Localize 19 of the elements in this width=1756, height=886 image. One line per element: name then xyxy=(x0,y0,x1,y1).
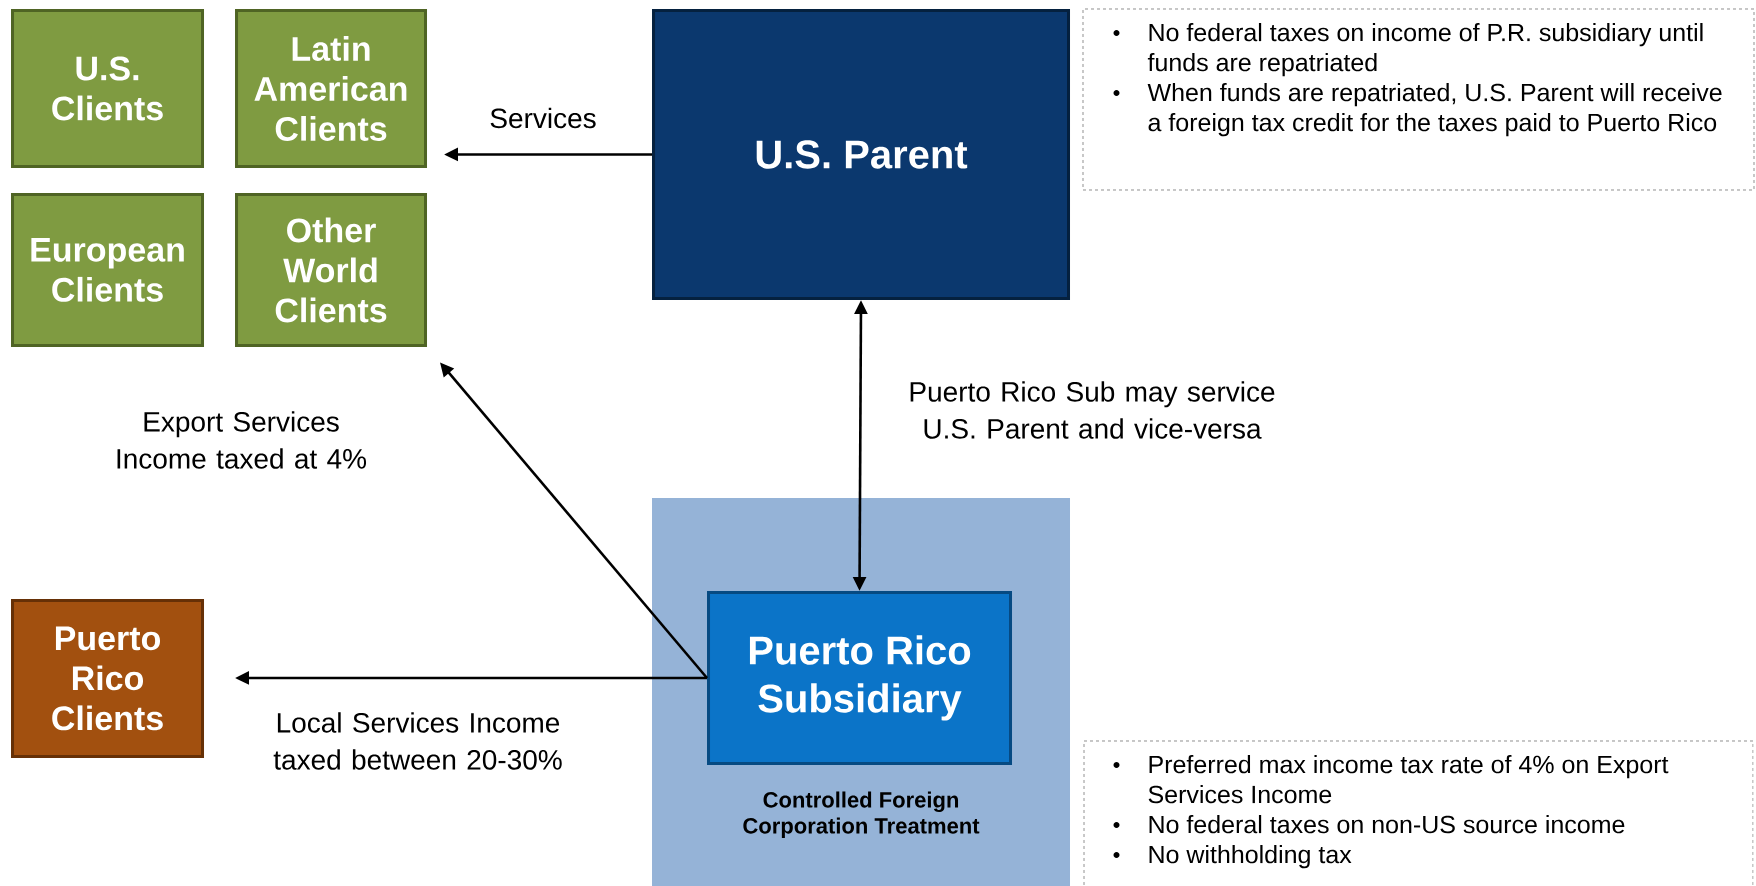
note-box xyxy=(1083,740,1754,886)
edge-label: Puerto Rico Sub may service U.S. Parent and vice-versa xyxy=(910,381,1275,439)
note-text: When funds are repatriated, U.S. Parent will receive a foreign tax credit for the taxes paid to Puerto Rico xyxy=(1147,83,1722,137)
client-box: Latin American Clients xyxy=(235,9,427,168)
edge-label: Services xyxy=(490,107,596,129)
note-text: Preferred max income tax rate of 4% on Export Services Income xyxy=(1148,755,1669,804)
client-box: Other World Clients xyxy=(235,193,427,347)
note-box xyxy=(1082,8,1755,191)
client-box: U.S. Clients xyxy=(11,9,204,168)
client-box: European Clients xyxy=(11,193,204,347)
client-box: Puerto Rico Clients xyxy=(11,599,204,758)
edge-label: Export Services Income taxed at 4% xyxy=(117,411,367,469)
note-text: No federal taxes on non-US source income xyxy=(1149,815,1625,834)
edge-label: Local Services Income taxed between 20-30% xyxy=(273,712,562,770)
parent-box: U.S. Parent xyxy=(652,9,1070,300)
note-text: No federal taxes on income of P.R. subsidiary until funds are repatriated xyxy=(1147,23,1703,77)
note-text: No withholding tax xyxy=(1149,845,1352,869)
subsidiary-box: Puerto Rico Subsidiary xyxy=(707,591,1012,765)
band-label: Controlled Foreign Corporation Treatment xyxy=(743,791,980,838)
